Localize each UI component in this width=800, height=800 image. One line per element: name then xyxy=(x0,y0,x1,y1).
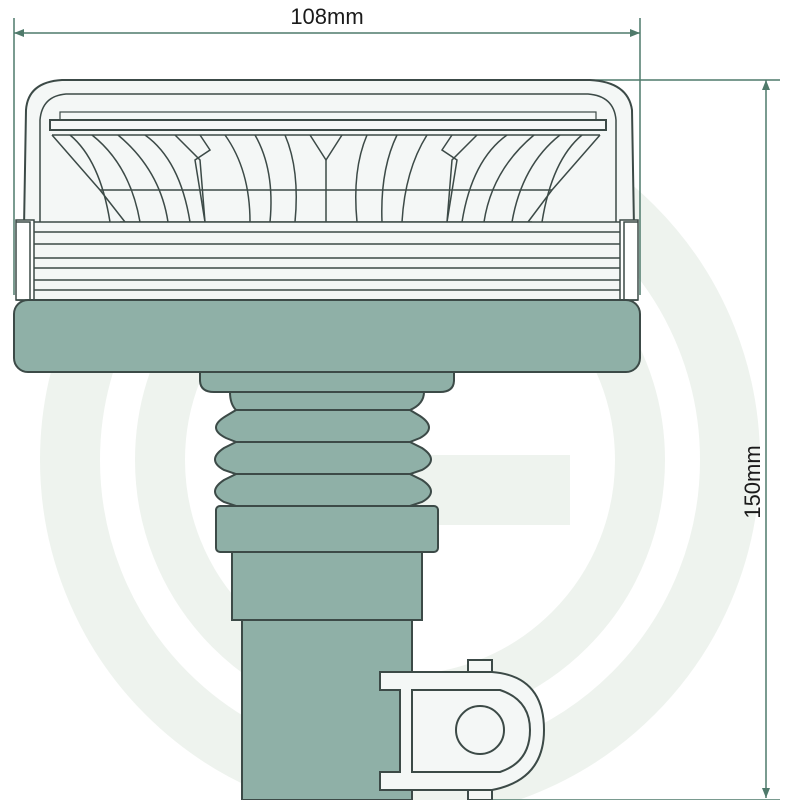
width-dimension xyxy=(13,18,641,295)
mount-collar xyxy=(215,505,439,553)
mount-bolt-hole xyxy=(455,705,505,755)
din-mount-bracket xyxy=(379,659,546,800)
led-reflector-pattern xyxy=(51,134,601,223)
flexible-bellows xyxy=(199,371,455,507)
mount-stem xyxy=(241,619,413,800)
base-ring xyxy=(15,219,639,301)
beacon-housing xyxy=(13,299,641,373)
mount-stem-upper xyxy=(231,551,423,621)
height-dimension-label: 150mm xyxy=(740,445,765,518)
height-dimension xyxy=(490,79,780,800)
width-dimension-label: 108mm xyxy=(290,4,363,29)
